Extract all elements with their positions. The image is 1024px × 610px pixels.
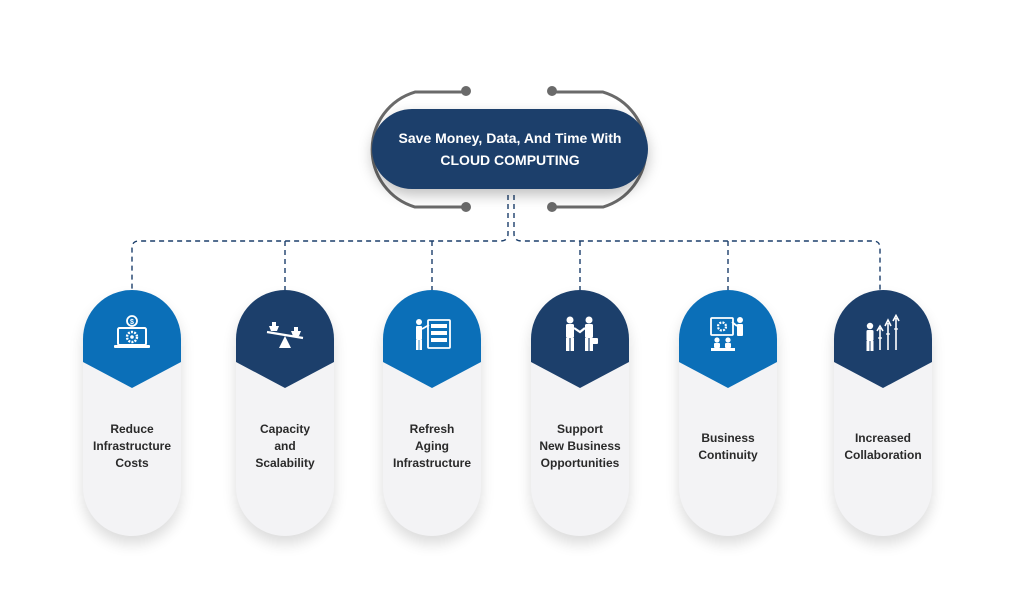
card-label-line: Capacity	[259, 422, 311, 436]
card-head	[383, 290, 481, 390]
card-label-line: New Business	[539, 439, 621, 453]
card-head	[834, 290, 932, 390]
card-label-line: Business	[701, 431, 755, 445]
title-pill: Save Money, Data, And Time With CLOUD CO…	[372, 109, 648, 189]
handshake-icon	[566, 316, 598, 351]
card-head	[236, 290, 334, 390]
left-bracket-dot-top	[461, 86, 471, 96]
card-head	[679, 290, 777, 390]
laptop-money-gear-icon: $	[114, 315, 150, 348]
card-label-line: Aging	[415, 439, 449, 453]
balance-scale-icon	[266, 322, 304, 348]
card-label-line: and	[274, 439, 296, 453]
card-label-line: Support	[557, 422, 603, 436]
card-label-line: Scalability	[255, 456, 315, 470]
title-line-1: Save Money, Data, And Time With	[398, 130, 622, 146]
title-line-2: CLOUD COMPUTING	[440, 152, 580, 168]
card-label-line: Infrastructure	[92, 439, 172, 453]
card-label-line: Collaboration	[844, 448, 922, 462]
card-label-line: Refresh	[409, 422, 455, 436]
svg-text:$: $	[130, 319, 134, 326]
presenter-server-icon	[416, 319, 451, 350]
card-label-line: Costs	[115, 456, 149, 470]
growth-arrows-person-icon	[866, 314, 900, 351]
card-label-line: Infrastructure	[392, 456, 472, 470]
card-label-line: Continuity	[698, 448, 758, 462]
card-label-line: Increased	[854, 431, 912, 445]
card-label-line: Opportunities	[540, 456, 620, 470]
left-bracket-dot-bottom	[461, 202, 471, 212]
presentation-meeting-icon	[710, 317, 743, 351]
card-label-line: Reduce	[110, 422, 154, 436]
dash-stem-left	[131, 195, 509, 292]
right-bracket-dot-bottom	[547, 202, 557, 212]
dash-stem-right	[513, 195, 881, 292]
card-head: $	[83, 290, 181, 390]
card-head	[531, 290, 629, 390]
right-bracket-dot-top	[547, 86, 557, 96]
